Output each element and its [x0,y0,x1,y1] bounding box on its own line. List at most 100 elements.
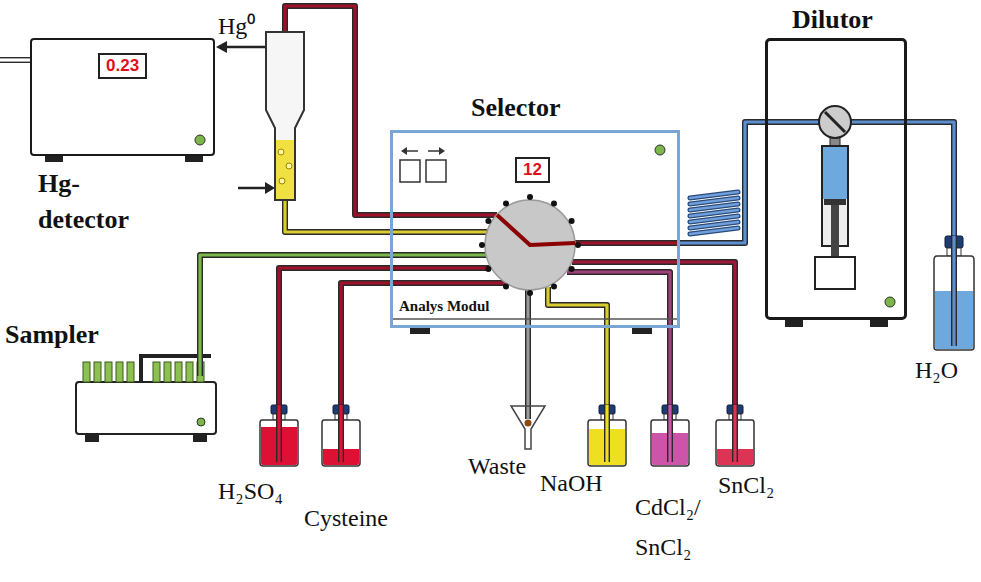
drawing-part [825,112,845,132]
device-label: Hg- detector [38,166,129,238]
drawing-part [45,156,63,162]
drawing-part [279,178,285,184]
drawing-part [197,418,205,426]
reagent-bottle-shape [714,405,756,467]
tube-fill [341,283,390,405]
tube-connector [607,328,608,405]
drawing-part [525,420,532,427]
tube-fill [668,328,671,405]
drawing-part [390,266,491,269]
drawing-part [655,145,665,155]
drawing-part [485,266,491,272]
drawing-part [266,32,304,200]
reagent-bottle: H₂SO₄ [258,405,300,467]
reagent-bottle: SnCl₂ [714,405,756,467]
drawing-part [952,236,955,346]
tube-fill [907,122,954,236]
drawing-part [831,205,839,257]
drawing-part [548,287,607,330]
tube-connector [670,328,671,405]
tube-fill [680,262,735,405]
hg-outlet-arrow [216,41,266,53]
tube-outline [680,262,735,405]
drawing-part [527,194,533,200]
drawing-part [185,156,203,162]
reagent-bottle: Cysteine [320,405,362,467]
drawing-part [0,58,30,61]
drawing-part [569,266,575,272]
drawing-part [885,297,895,307]
tube-fill [526,328,529,405]
tube-fill [680,122,765,243]
drawing-part [851,119,907,125]
waste-funnel-shape [510,405,546,450]
tube-outline [525,328,531,405]
drawing-part [765,120,819,123]
drawing-part [525,405,531,419]
drawing-part [193,434,207,442]
reagent-label: Cysteine [304,504,388,532]
drawing-part [390,280,506,286]
drawing-part [216,41,227,53]
reagent-label: H₂SO₄ [218,477,283,505]
species-label: Hg⁰ [218,12,255,40]
tube-connector [341,283,390,405]
tube-connector [680,262,735,405]
drawing-part [690,228,738,234]
drawing-part [400,160,420,182]
drawing-part [733,405,736,462]
drawing-part [951,236,957,346]
drawing-part [139,354,143,382]
drawing-part [338,405,344,462]
drawing-part [567,272,670,330]
drawing-part [238,187,266,190]
drawing-part [265,182,275,194]
drawing-part [605,405,608,462]
tube-outline [279,268,390,405]
device-label: Dilutor [792,5,873,35]
waste-funnel: Waste [510,405,546,450]
drawing-part [94,362,101,382]
tube-outline [604,328,610,405]
reagent-bottle-shape [320,405,362,467]
drawing-part [186,362,193,382]
drawing-part [572,259,680,265]
drawing-part [390,252,486,258]
drawing-part [153,362,160,382]
drawing-part [527,290,533,296]
waste-label: Waste [468,452,526,480]
drawing-part [401,147,407,155]
reagent-label: H₂O [915,356,958,384]
drawing-part [479,242,485,248]
drawing-part [85,434,99,442]
drawing-part [575,241,680,244]
selector-module: Selector12Analys Modul [390,130,680,328]
reagent-label: NaOH [540,469,603,497]
drawing-part [390,281,506,284]
drawing-part [551,284,557,290]
drawing-part [195,135,205,145]
display-reading: 0.23 [98,53,147,79]
drawing-part [485,200,575,290]
reagent-bottle-shape [649,405,691,467]
drawing-part [225,46,266,49]
drawing-part [525,290,531,330]
tube-outline [667,328,673,405]
drawing-part [285,200,487,232]
drawing-part [819,106,851,138]
drawing-part [393,318,677,320]
tube-connector [279,268,390,405]
drawing-part [765,119,819,125]
drawing-part [526,290,529,330]
tube-outline [907,122,954,236]
tube-outline [341,283,390,405]
drawing-part [732,405,738,462]
reagent-bottle-shape [258,405,300,467]
drawing-part [116,362,123,382]
module-label: Analys Modul [399,297,489,315]
water-bottle: H₂O [932,236,976,352]
device-label: Selector [471,93,561,123]
drawing-part [667,405,673,462]
